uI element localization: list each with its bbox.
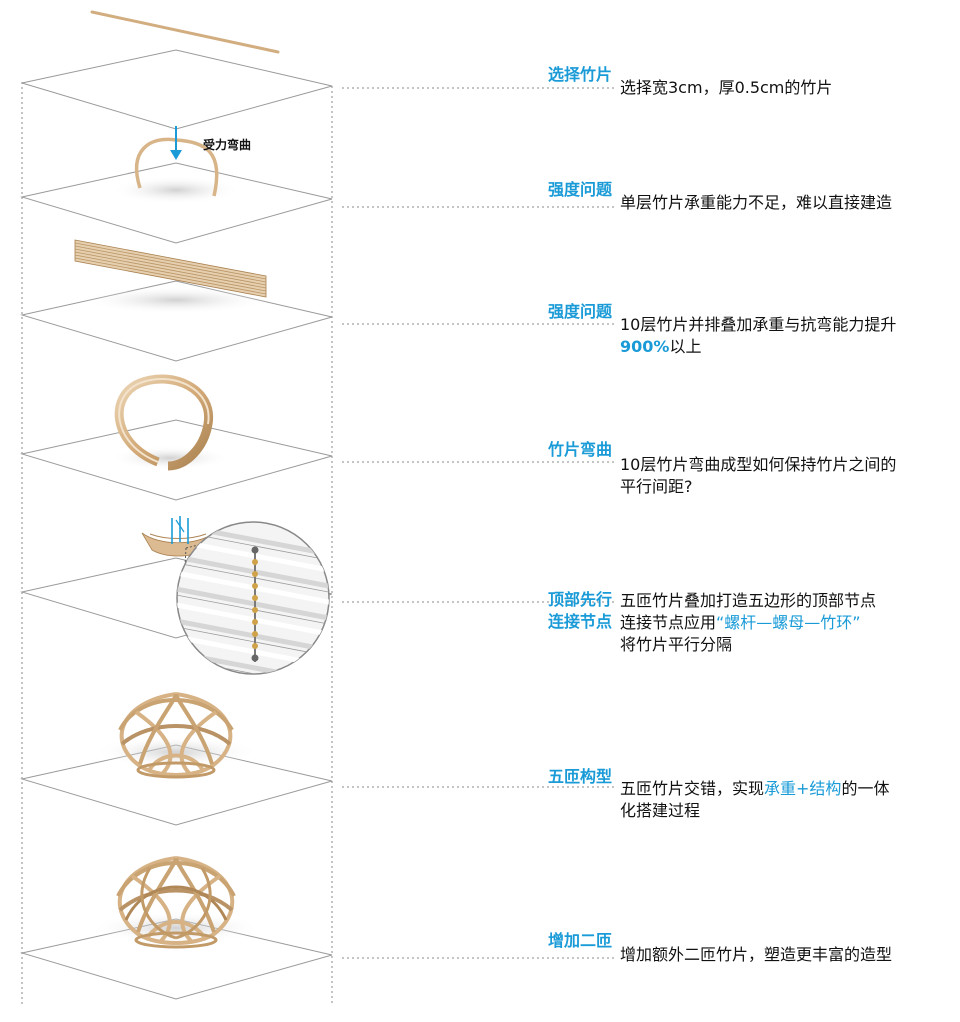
force-label: 受力弯曲 — [203, 138, 252, 152]
step-5-text-line1: 五匝竹片叠加打造五边形的顶部节点 — [620, 591, 877, 610]
shadow-2 — [111, 176, 241, 204]
step-2-tag: 强度问题 — [547, 180, 612, 199]
step-5-text-line2: 连接节点应用 — [620, 613, 717, 632]
base-ring — [134, 931, 218, 949]
stacked-strips — [74, 239, 267, 298]
step-4-text-line1: 10层竹片弯曲成型如何保持竹片之间的 — [620, 455, 897, 474]
step-4-text-line2: 平行间距? — [620, 477, 693, 496]
step-5-tag-line1: 顶部先行 — [547, 590, 612, 609]
layer-plane-1 — [21, 49, 333, 130]
step-7-tag: 增加二匝 — [547, 931, 612, 950]
step-3-highlight: 900% — [620, 337, 670, 356]
step-7-text: 增加额外二匝竹片，塑造更丰富的造型 — [620, 945, 893, 964]
step-5-tag-line2: 连接节点 — [547, 612, 612, 631]
bamboo-strip-straight — [90, 10, 280, 54]
step-4-text: 10层竹片弯曲成型如何保持竹片之间的 平行间距? — [620, 454, 896, 498]
step-6-highlight: 承重+结构 — [764, 779, 842, 798]
base-ring — [136, 761, 216, 779]
step-4-tag: 竹片弯曲 — [547, 440, 612, 459]
seven-turn-structure — [116, 856, 236, 945]
step-5-text-line3: 将竹片平行分隔 — [620, 635, 733, 654]
shadow-3 — [81, 286, 271, 314]
step-5-text: 五匝竹片叠加打造五边形的顶部节点 连接节点应用“螺杆—螺母—竹环” 将竹片平行分… — [620, 590, 876, 656]
step-2-text: 单层竹片承重能力不足，难以直接建造 — [620, 193, 893, 212]
step-5-tag: 顶部先行 连接节点 — [548, 589, 612, 633]
shadow-7 — [90, 912, 262, 944]
step-6-text: 五匝竹片交错，实现承重+结构的一体 化搭建过程 — [620, 778, 889, 822]
step-3-tag: 强度问题 — [547, 302, 612, 321]
step-6-text-line2: 化搭建过程 — [620, 801, 701, 820]
step-6-text-prefix: 五匝竹片交错，实现 — [620, 779, 765, 798]
step-6-text-suffix: 的一体 — [841, 779, 890, 798]
step-3-text: 10层竹片并排叠加承重与抗弯能力提升 900%以上 — [620, 314, 896, 358]
step-3-text-suffix: 以上 — [669, 337, 702, 356]
step-3-text-main: 10层竹片并排叠加承重与抗弯能力提升 — [620, 315, 897, 334]
step-5-highlight: “螺杆—螺母—竹环” — [716, 613, 861, 632]
step-1-text: 选择宽3cm，厚0.5cm的竹片 — [620, 78, 833, 97]
step-6-tag: 五匝构型 — [547, 767, 612, 786]
step-1-tag: 选择竹片 — [547, 65, 612, 84]
force-arrow-head — [170, 150, 182, 160]
